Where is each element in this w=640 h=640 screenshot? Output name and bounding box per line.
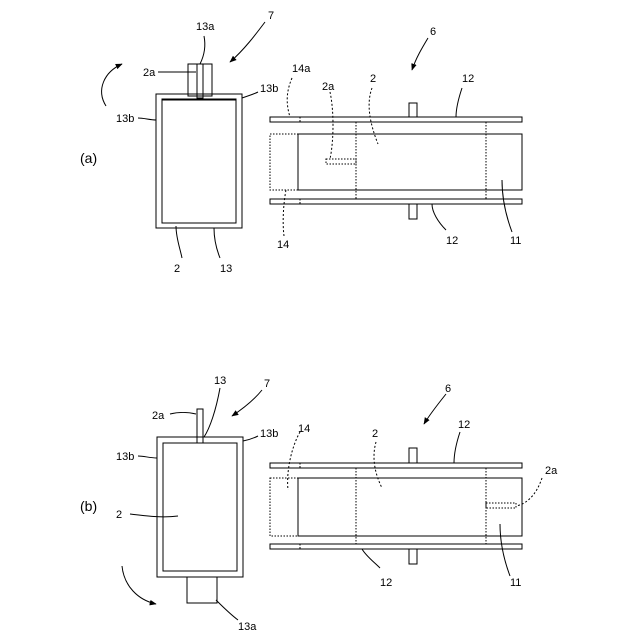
label-13b-right: 13b [260,428,278,440]
leader-13b-right [243,436,258,441]
cell-inner-bottom [162,99,236,100]
shaft-bottom [409,204,417,219]
tab-13a [188,64,212,96]
leader-7 [230,22,265,62]
plate-12-top-dotted [270,463,300,468]
panel-a: (a) [80,10,522,275]
label-2a-right: 2a [322,81,335,93]
panel-label-b: (b) [80,498,97,514]
leader-13b-right [242,92,258,98]
label-12-top: 12 [458,419,470,431]
rotation-arrow [122,566,156,604]
label-2a-right: 2a [545,465,558,477]
label-12-bottom: 12 [380,577,392,589]
label-14: 14 [277,239,289,251]
plate-12-top [270,463,522,468]
leader-6 [412,38,428,70]
plate-12-top-dotted [270,117,300,122]
frame-11 [298,134,522,190]
label-6: 6 [430,26,436,38]
leader-13a [216,600,238,620]
case-13 [156,94,242,228]
plate-12-bottom [270,544,522,549]
tab-2a-right [326,159,356,164]
leader-2-right [374,442,382,488]
holder-14 [270,134,298,190]
leader-13 [204,388,220,437]
label-13b-left: 13b [116,113,134,125]
frame-11 [298,478,522,536]
label-7: 7 [268,10,274,22]
tab-2a [197,409,203,443]
label-12-top: 12 [462,73,474,85]
holder-14 [270,478,298,536]
leader-2a [170,413,196,415]
label-2-right: 2 [372,428,378,440]
leader-13b-left [138,118,156,120]
leader-2-right [369,88,378,144]
leader-12-bottom [432,204,446,230]
leader-14 [283,190,286,236]
label-2a: 2a [143,67,156,79]
label-14a: 14a [292,63,311,75]
label-2: 2 [174,263,180,275]
leader-14a [287,78,292,117]
label-2a: 2a [152,410,165,422]
leader-2a-right [516,478,542,506]
leader-2a-right [330,92,333,159]
rotation-arrow [102,64,122,106]
leader-12-top [456,88,462,117]
plate-12-bottom [270,199,522,204]
panel-label-a: (a) [80,150,97,166]
label-12-bottom: 12 [446,235,458,247]
tab-13a [187,577,217,603]
label-14: 14 [298,423,310,435]
cell-2 [163,443,237,571]
leader-11 [500,524,510,576]
shaft-top [409,448,417,463]
label-13a: 13a [238,621,257,633]
label-13: 13 [214,375,226,387]
tab-2a-right [486,503,516,508]
case-13 [157,437,243,577]
label-11: 11 [510,577,521,589]
leader-2 [130,514,178,517]
plate-12-top [270,117,522,122]
label-7: 7 [264,378,270,390]
label-13b-left: 13b [116,451,134,463]
plate-12-bottom-dotted [270,544,300,549]
label-11: 11 [510,235,521,247]
leader-12-top [454,432,460,463]
label-6: 6 [445,383,451,395]
tab-2a [197,64,203,98]
shaft-top [409,103,417,117]
leader-13 [214,228,220,258]
shaft-bottom [409,549,417,564]
plate-12-bottom-dotted [270,199,300,204]
label-2-right: 2 [370,73,376,85]
label-2: 2 [116,509,122,521]
panel-b: (b) 7 6 [80,375,558,633]
label-13a: 13a [196,21,215,33]
label-13b-right: 13b [260,83,278,95]
leader-12-bottom [362,549,380,568]
leader-2 [176,226,182,258]
leader-13a [200,36,205,64]
leader-7 [232,390,262,416]
label-13: 13 [220,263,232,275]
leader-11 [502,180,512,232]
leader-13b-left [138,456,157,458]
leader-6 [424,394,446,424]
cell-2 [162,99,236,223]
